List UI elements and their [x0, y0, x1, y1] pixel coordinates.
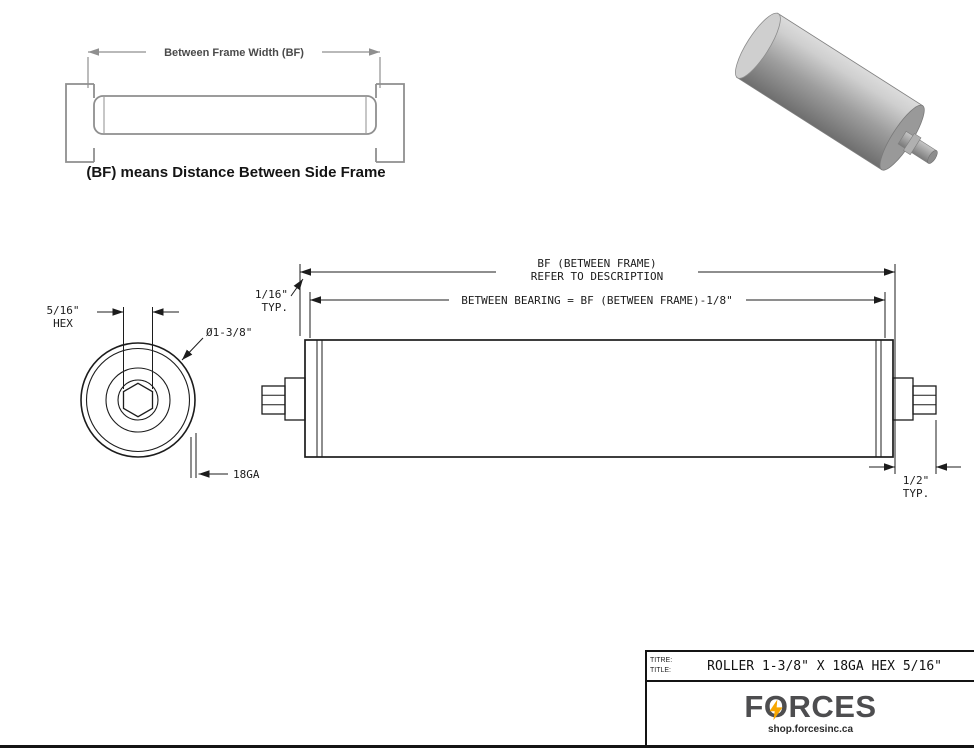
hex-bore — [122, 382, 154, 418]
between-bearing-dim: BETWEEN BEARING = BF (BETWEEN FRAME)-1/8… — [461, 294, 733, 307]
logo-letters-rces: RCES — [788, 688, 877, 724]
inset-dimension-lines — [87, 48, 381, 88]
roller-3d-render — [735, 12, 938, 171]
bf-explainer-inset — [65, 48, 405, 163]
roller-tube — [304, 339, 894, 458]
hex-size-label-line2: HEX — [53, 317, 73, 330]
render-shaft-collar — [903, 133, 922, 156]
bf-dim-line1: BF (BETWEEN FRAME) — [537, 257, 656, 270]
lightning-bolt-icon — [769, 695, 783, 721]
title-label-en: TITLE: — [650, 667, 672, 674]
bf-dim-line2: REFER TO DESCRIPTION — [531, 270, 663, 283]
bf-dim-text-bg — [496, 256, 698, 287]
diameter-label: Ø1-3/8" — [206, 326, 252, 339]
bearing-bore-circle — [117, 379, 159, 421]
gauge-label: 18GA — [233, 468, 260, 481]
left-hex-shaft — [261, 385, 286, 415]
tube-outer-circle — [80, 342, 196, 458]
inset-roller-body — [93, 95, 377, 135]
end-view-dimensions — [97, 307, 228, 478]
bearing-dim-text-bg — [449, 291, 746, 308]
title-row: TITRE: TITLE: ROLLER 1-3/8" X 18GA HEX 5… — [647, 652, 974, 682]
hex-size-label-line1: 5/16" — [46, 304, 79, 317]
right-offset-label-line1: 1/2" — [903, 474, 930, 487]
right-hex-shaft — [912, 385, 937, 415]
website-text: shop.forcesinc.ca — [767, 723, 854, 735]
right-bearing-hub — [892, 377, 914, 421]
inset-dim-label: Between Frame Width (BF) — [164, 47, 304, 59]
render-shaft-tip — [927, 150, 938, 164]
title-labels: TITRE: TITLE: — [647, 655, 675, 677]
logo-row: FORCES shop.forcesinc.ca — [647, 682, 974, 743]
drawing-title: ROLLER 1-3/8" X 18GA HEX 5/16" — [707, 658, 942, 674]
inset-caption: (BF) means Distance Between Side Frame — [86, 164, 385, 181]
render-left-end-cap — [735, 12, 781, 79]
left-bearing-hub — [284, 377, 306, 421]
sheet-border — [0, 745, 974, 748]
tube-inner-circle — [85, 347, 191, 453]
bearing-housing-circle — [105, 367, 171, 433]
title-block: TITRE: TITLE: ROLLER 1-3/8" X 18GA HEX 5… — [645, 650, 974, 745]
forces-logo: FORCES — [744, 691, 876, 722]
roller-side-view — [261, 339, 937, 458]
roller-end-view — [80, 342, 196, 458]
left-side-frame — [65, 83, 94, 163]
right-offset-label-line2: TYP. — [903, 487, 930, 500]
logo-letter-f: F — [744, 688, 764, 724]
left-offset-label-line2: TYP. — [262, 301, 289, 314]
right-side-frame — [376, 83, 405, 163]
left-offset-label-line1: 1/16" — [255, 288, 288, 301]
title-label-fr: TITRE: — [650, 656, 673, 664]
